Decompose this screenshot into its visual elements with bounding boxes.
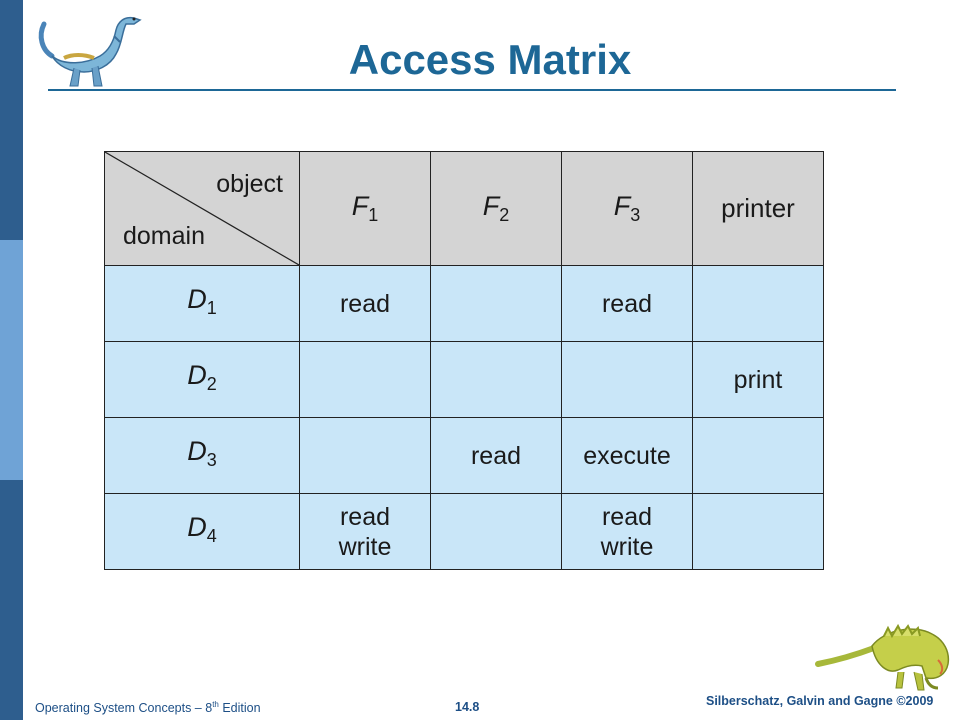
- cell-d1-f1: read: [299, 265, 431, 342]
- object-label: object: [216, 170, 283, 198]
- row-header-d4: D4: [104, 493, 300, 570]
- cell-d3-printer: [692, 417, 824, 494]
- corner-diagonal: [105, 152, 299, 265]
- column-header-printer: printer: [692, 151, 824, 266]
- cell-d2-f1: [299, 341, 431, 418]
- left-sidebar: [0, 0, 23, 720]
- table-row: D2 print: [104, 341, 824, 418]
- permission-read: read: [339, 502, 391, 531]
- cell-d3-f2: read: [430, 417, 562, 494]
- permission-read: read: [601, 502, 653, 531]
- sidebar-bottom-segment: [0, 480, 23, 720]
- row-header-d2: D2: [104, 341, 300, 418]
- cell-d4-f1: read write: [299, 493, 431, 570]
- page-title: Access Matrix: [348, 36, 632, 83]
- dinosaur-icon: [38, 16, 142, 87]
- cell-d2-f2: [430, 341, 562, 418]
- table-row: D3 read execute: [104, 417, 824, 494]
- domain-label: domain: [123, 222, 205, 250]
- corner-cell: object domain: [104, 151, 300, 266]
- column-header-f3: F3: [561, 151, 693, 266]
- access-matrix-table: object domain F1 F2 F3 printer D1 read r…: [104, 151, 824, 570]
- cell-d4-printer: [692, 493, 824, 570]
- column-header-f1: F1: [299, 151, 431, 266]
- cell-d4-f3: read write: [561, 493, 693, 570]
- sidebar-top-segment: [0, 0, 23, 240]
- header-row: object domain F1 F2 F3 printer: [104, 151, 824, 266]
- footer-book-title: Operating System Concepts – 8th Edition: [35, 700, 261, 715]
- cell-d4-f2: [430, 493, 562, 570]
- cell-d2-f3: [561, 341, 693, 418]
- row-header-d3: D3: [104, 417, 300, 494]
- title-underline: [48, 89, 896, 91]
- row-header-d1: D1: [104, 265, 300, 342]
- cell-d1-f2: [430, 265, 562, 342]
- cell-d3-f3: execute: [561, 417, 693, 494]
- cell-d1-f3: read: [561, 265, 693, 342]
- table-row: D1 read read: [104, 265, 824, 342]
- cell-d3-f1: [299, 417, 431, 494]
- footer-copyright: Silberschatz, Galvin and Gagne ©2009: [706, 694, 934, 708]
- cell-d1-printer: [692, 265, 824, 342]
- cell-d2-printer: print: [692, 341, 824, 418]
- permission-write: write: [338, 532, 392, 561]
- footer-page-number: 14.8: [455, 700, 480, 714]
- sidebar-middle-segment: [0, 240, 23, 480]
- dinosaur-icon: [815, 623, 950, 691]
- permission-write: write: [600, 532, 654, 561]
- column-header-f2: F2: [430, 151, 562, 266]
- table-row: D4 read write read write: [104, 493, 824, 570]
